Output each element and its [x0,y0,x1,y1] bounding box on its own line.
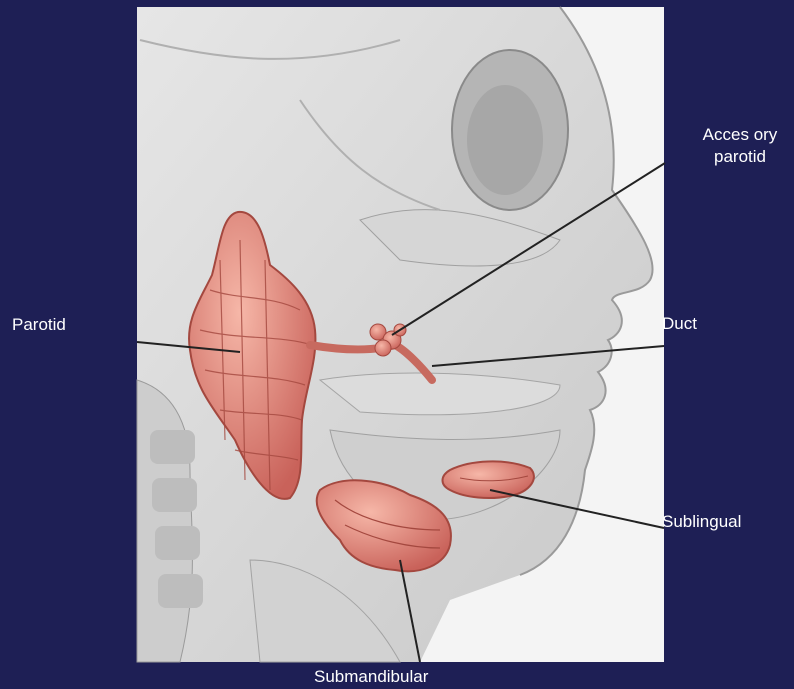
label-accessory-parotid-line1: Acces ory [700,124,780,146]
sublingual-gland [443,461,534,498]
label-parotid: Parotid [12,314,66,336]
label-sublingual: Sublingual [662,511,741,533]
label-submandibular: Submandibular [314,666,428,688]
label-accessory-parotid: Acces ory parotid [700,124,780,168]
label-duct: Duct [662,313,697,335]
label-accessory-parotid-line2: parotid [700,146,780,168]
